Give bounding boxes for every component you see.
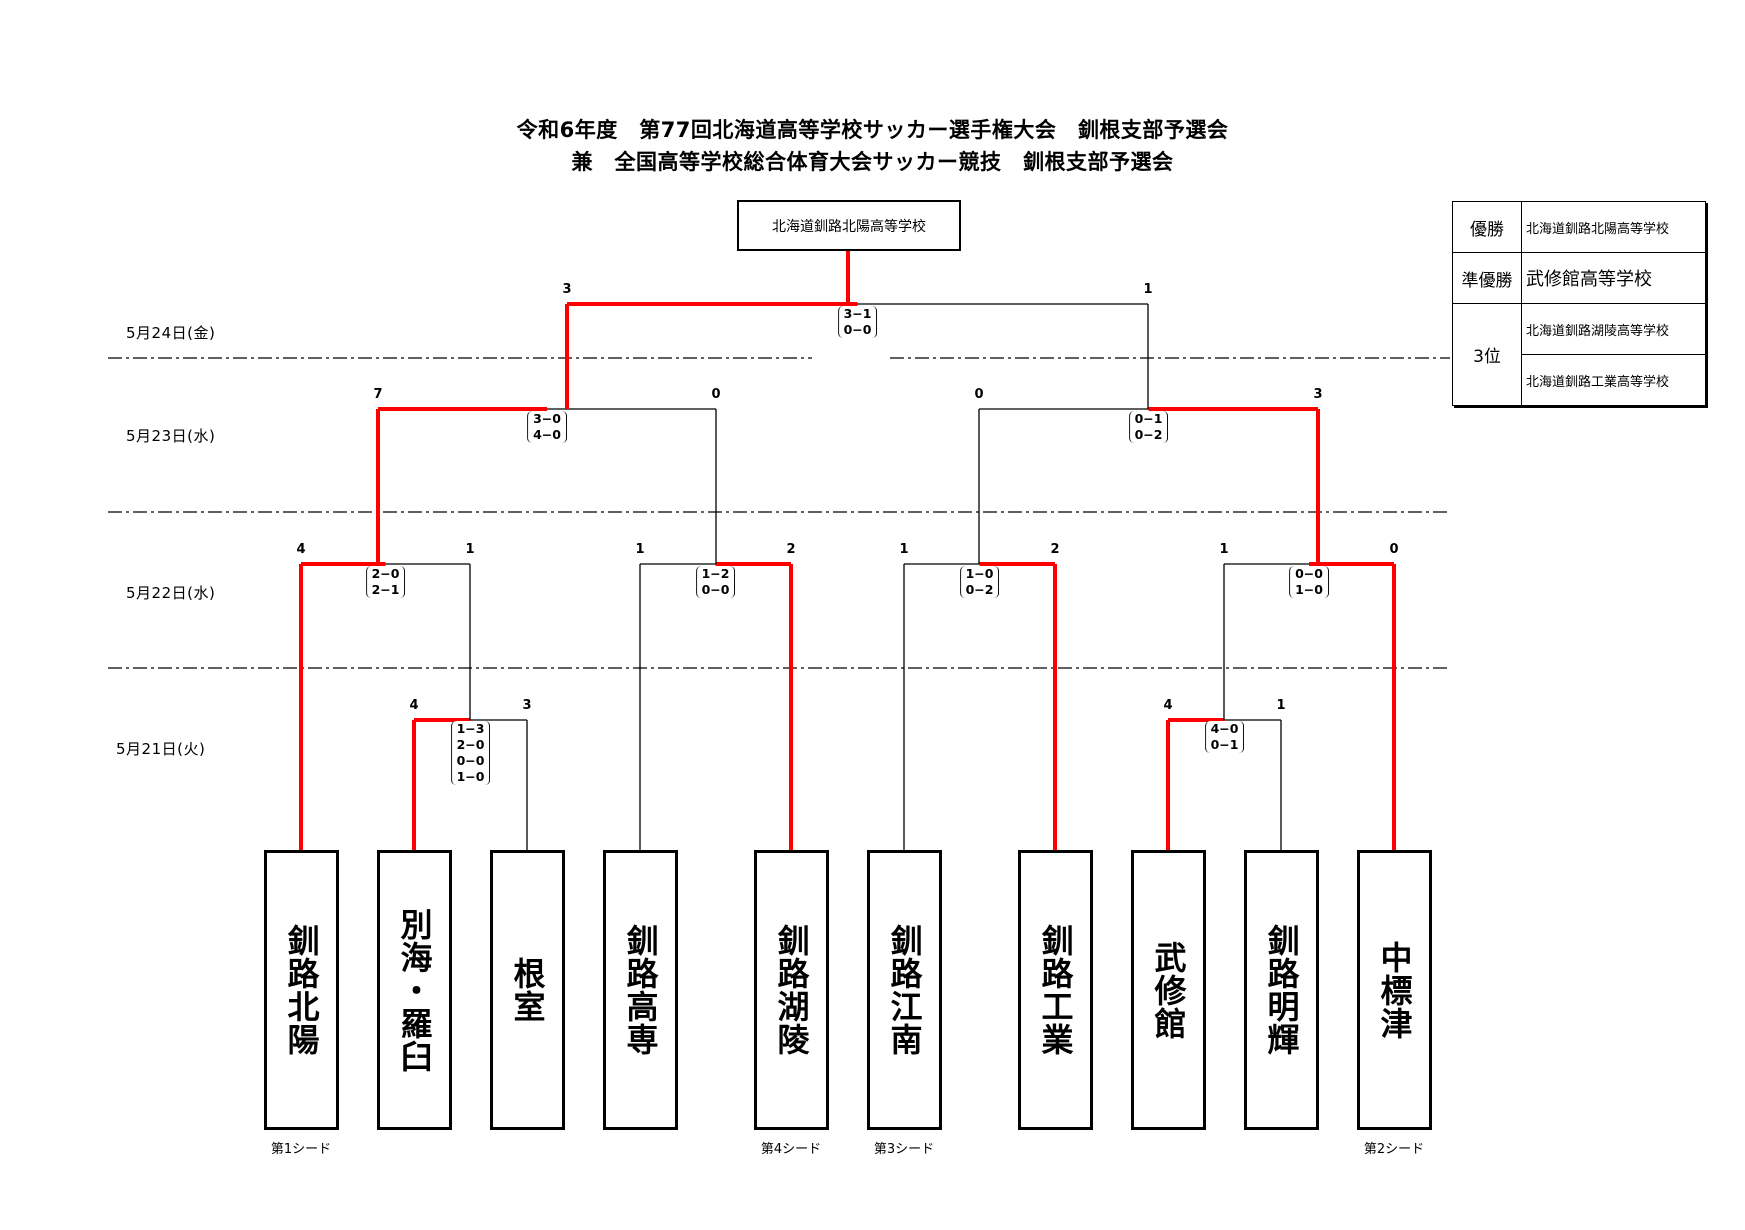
qf_c-right-score: 2 (1050, 542, 1060, 557)
team-name: 釧路高専 (621, 924, 660, 1056)
winner-value: 北海道釧路北陽高等学校 (1521, 201, 1706, 253)
r1_a-period-score: 0−0 (456, 753, 485, 768)
qf_d-left-score: 1 (1219, 542, 1229, 557)
sf_b-period-score: 0−1 (1134, 411, 1163, 426)
sf_a-period-score: 3−0 (533, 411, 561, 426)
team-box: 釧路湖陵 (754, 850, 829, 1130)
sf_b-period-score: 0−2 (1134, 427, 1163, 442)
third-label: 3位 (1452, 303, 1522, 406)
qf_a-right-score: 1 (465, 542, 475, 557)
team-box: 中標津 (1357, 850, 1432, 1130)
sf_b-left-score: 0 (974, 387, 984, 402)
team-box: 釧路工業 (1018, 850, 1093, 1130)
seed-label: 第1シード (270, 1142, 332, 1157)
r1_a-period-score: 1−3 (456, 721, 485, 736)
team-box: 釧路高専 (603, 850, 678, 1130)
title-line-2: 兼 全国高等学校総合体育大会サッカー競技 釧根支部予選会 (571, 150, 1174, 174)
final-period-score: 0−0 (843, 322, 872, 337)
sf_a-period-score: 4−0 (533, 427, 561, 442)
qf_b-left-score: 1 (635, 542, 645, 557)
results-row-runner-up: 準優勝 武修館高等学校 (1452, 252, 1706, 304)
champion-box: 北海道釧路北陽高等学校 (737, 200, 961, 251)
qf_d-right-score: 0 (1389, 542, 1399, 557)
qf_a-left-score: 4 (296, 542, 306, 557)
team-box: 釧路北陽 (264, 850, 339, 1130)
runner-up-label: 準優勝 (1452, 252, 1522, 304)
date-quarterfinal: 5月22日(水) (126, 584, 216, 602)
r1_b-left-score: 4 (1163, 698, 1173, 713)
sf_a-left-score: 7 (373, 387, 383, 402)
r1_b-period-score: 4−0 (1210, 721, 1239, 736)
team-box: 根室 (490, 850, 565, 1130)
final-left-score: 3 (562, 282, 572, 297)
date-first-round: 5月21日(火) (116, 740, 206, 758)
qf_b-right-score: 2 (786, 542, 796, 557)
final-period-score: 3−1 (843, 306, 872, 321)
results-row-winner: 優勝 北海道釧路北陽高等学校 (1452, 201, 1706, 253)
winner-label: 優勝 (1452, 201, 1522, 253)
team-name: 釧路湖陵 (772, 924, 811, 1056)
results-row-third-1: 3位 北海道釧路湖陵高等学校 (1452, 303, 1706, 406)
r1_a-period-score: 1−0 (456, 769, 485, 784)
team-box: 武修館 (1131, 850, 1206, 1130)
final-right-score: 1 (1143, 282, 1153, 297)
results-row-third-2: 北海道釧路工業高等学校 (1453, 354, 1706, 406)
r1_a-period-score: 2−0 (456, 737, 485, 752)
team-name: 中標津 (1375, 940, 1414, 1040)
qf_c-period-score: 1−0 (965, 566, 994, 581)
qf_a-period-score: 2−1 (371, 582, 400, 597)
team-box: 別海・羅臼 (377, 850, 452, 1130)
sf_b-right-score: 3 (1313, 387, 1323, 402)
seed-label: 第4シード (760, 1142, 822, 1157)
date-semifinal: 5月23日(水) (126, 427, 216, 445)
runner-up-value: 武修館高等学校 (1521, 252, 1706, 304)
r1_b-period-score: 0−1 (1210, 737, 1239, 752)
team-name: 釧路江南 (885, 924, 924, 1056)
third-value-2: 北海道釧路工業高等学校 (1521, 354, 1706, 406)
qf_d-period-score: 1−0 (1295, 582, 1323, 597)
qf_a-period-score: 2−0 (371, 566, 400, 581)
team-name: 根室 (508, 957, 547, 1023)
qf_c-period-score: 0−2 (965, 582, 994, 597)
team-name: 別海・羅臼 (395, 907, 434, 1073)
title-line-1: 令和6年度 第77回北海道高等学校サッカー選手権大会 釧根支部予選会 (516, 118, 1229, 142)
qf_c-left-score: 1 (899, 542, 909, 557)
date-final: 5月24日(金) (126, 324, 216, 342)
qf_d-period-score: 0−0 (1295, 566, 1323, 581)
team-name: 武修館 (1149, 940, 1188, 1040)
seed-label: 第2シード (1363, 1142, 1425, 1157)
seed-label: 第3シード (873, 1142, 935, 1157)
results-table: 優勝 北海道釧路北陽高等学校 準優勝 武修館高等学校 3位 北海道釧路湖陵高等学… (1452, 201, 1706, 406)
team-name: 釧路北陽 (282, 924, 321, 1056)
qf_b-period-score: 1−2 (701, 566, 730, 581)
team-name: 釧路明輝 (1262, 924, 1301, 1056)
team-box: 釧路江南 (867, 850, 942, 1130)
qf_b-period-score: 0−0 (701, 582, 730, 597)
team-name: 釧路工業 (1036, 924, 1075, 1056)
r1_a-left-score: 4 (409, 698, 419, 713)
team-box: 釧路明輝 (1244, 850, 1319, 1130)
sf_a-right-score: 0 (711, 387, 721, 402)
r1_a-right-score: 3 (522, 698, 532, 713)
r1_b-right-score: 1 (1276, 698, 1286, 713)
third-value-1: 北海道釧路湖陵高等学校 (1521, 303, 1706, 355)
